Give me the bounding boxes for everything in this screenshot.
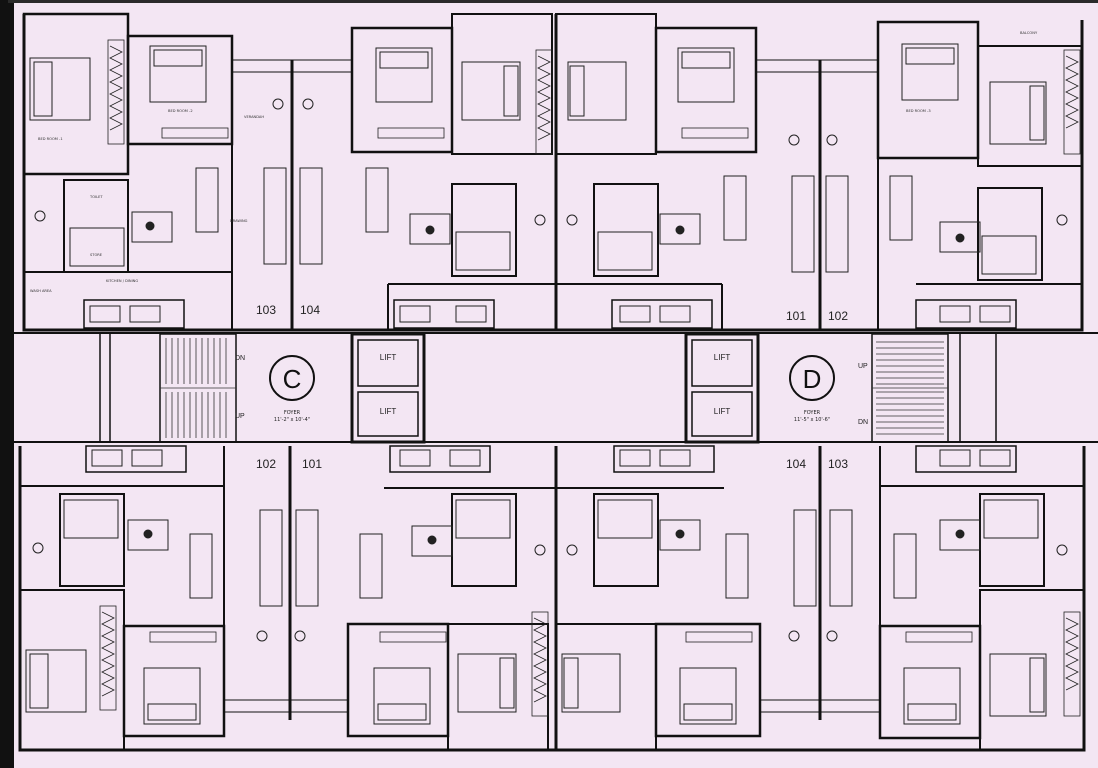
core-c-lift-shaft [350,332,426,444]
unit-number-top-c-left: 103 [256,303,276,317]
left-edge-border [0,0,14,768]
core-c-lift-upper-label: LIFT [380,353,397,362]
unit-number-bottom-c-right: 101 [302,457,322,471]
furniture-sofas [189,167,917,607]
core-c-marker-circle [269,355,315,401]
core-c: DN UP C FOYER 11'-2" x 10'-4" LIFT LIFT [159,332,426,444]
unit-numbers: 103 104 101 102 102 101 104 103 [256,303,848,471]
core-c-staircase [159,333,237,443]
room-label-wash-103: WASH AREA [30,289,52,293]
furniture-dining-tables [127,211,981,557]
unit-number-top-d-left: 101 [786,309,806,323]
core-c-foyer-label: FOYER [284,410,301,416]
room-label-store-103: STORE [90,253,103,257]
room-label-bedroom2-103: BED ROOM -2 [168,109,193,113]
unit-number-top-c-right: 104 [300,303,320,317]
core-d-lift-car-lower [691,391,753,437]
room-label-verandah-103: VERANDAH [244,115,264,119]
core-d-marker-circle [789,355,835,401]
core-d-letter: D [803,364,822,394]
unit-number-bottom-d-right: 103 [828,457,848,471]
unit-number-top-d-right: 102 [828,309,848,323]
furniture-beds [25,43,1047,725]
core-c-stair-dn-label: DN [235,355,245,362]
core-d-stair-up-label: UP [858,363,868,370]
core-d-lift-lower-label: LIFT [714,407,731,416]
core-d-stair-dn-label: DN [858,419,868,426]
core-d-lift-shaft [684,332,760,444]
core-d-lift-upper-label: LIFT [714,353,731,362]
core-d-staircase [871,333,949,443]
core-c-lift-car-upper [357,339,419,387]
room-annotations: BED ROOM -1 BED ROOM -2 VERANDAH DRAWING… [30,31,1038,293]
core-d-foyer-label: FOYER [804,410,821,416]
room-label-drawing-103: DRAWING [230,219,248,223]
unit-number-bottom-c-left: 102 [256,457,276,471]
furniture-kitchen-counters [89,305,1011,467]
unit-number-bottom-d-left: 104 [786,457,806,471]
bottom-wing-walls [19,445,1085,751]
core-c-lift-car-lower [357,391,419,437]
core-c-lift-lower-label: LIFT [380,407,397,416]
furniture-store-shelves [63,227,1039,539]
room-label-bedroom3-102: BED ROOM -3 [906,109,931,113]
core-d-lift-car-upper [691,339,753,387]
room-label-bedroom1-103: BED ROOM -1 [38,137,63,141]
corridor-lines [99,334,997,442]
room-label-toilet-103: TOILET [89,195,103,199]
core-c-foyer-size: 11'-2" x 10'-4" [274,417,310,423]
core-c-stair-up-label: UP [235,413,245,420]
core-d: LIFT LIFT D FOYER 11'-5" x 10'-6" UP DN [684,332,949,444]
room-label-kitchen-103: KITCHEN / DINING [106,279,138,283]
top-wing-walls [22,12,1083,330]
core-d-foyer-size: 11'-5" x 10'-6" [794,417,830,423]
top-edge-border [8,0,1098,3]
furniture-wardrobes [99,39,1081,717]
plants-and-fixtures [32,98,1068,642]
core-c-letter: C [283,364,302,394]
room-label-balcony-102: BALCONY [1020,31,1038,35]
